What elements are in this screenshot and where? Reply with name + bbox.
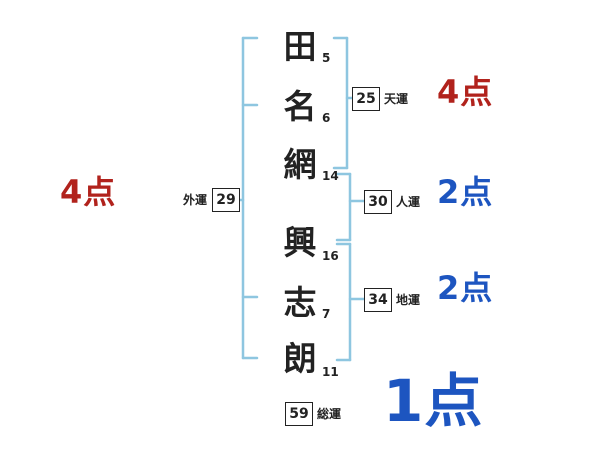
- heaven-luck-label: 天運: [384, 92, 409, 106]
- stroke-count-5: 7: [322, 307, 331, 321]
- outer-luck-label: 外運: [183, 193, 208, 207]
- name-char-4: 興: [283, 223, 317, 262]
- stroke-count-6: 11: [322, 365, 339, 379]
- person-luck-label: 人運: [396, 195, 421, 209]
- stroke-count-2: 6: [322, 111, 331, 125]
- total-luck-label: 総運: [317, 407, 342, 421]
- outer-luck-score: 4点: [60, 173, 117, 211]
- name-char-5: 志: [283, 283, 317, 322]
- stroke-count-1: 5: [322, 51, 331, 65]
- stroke-count-3: 14: [322, 169, 339, 183]
- name-char-2: 名: [283, 87, 317, 126]
- heaven-luck-box: 25: [352, 87, 380, 111]
- person-luck-box: 30: [364, 190, 392, 214]
- heaven-bracket: [332, 36, 354, 170]
- heaven-luck-score: 4点: [437, 73, 494, 111]
- outer-luck-box: 29: [212, 188, 240, 212]
- left-bracket: [235, 36, 259, 360]
- name-char-1: 田: [283, 27, 317, 66]
- person-bracket: [335, 172, 366, 242]
- name-char-3: 網: [283, 145, 317, 184]
- earth-luck-box: 34: [364, 288, 392, 312]
- total-luck-box: 59: [285, 402, 313, 426]
- earth-bracket: [335, 242, 366, 362]
- person-luck-score: 2点: [437, 173, 494, 211]
- total-luck-score: 1点: [383, 367, 484, 435]
- name-char-6: 朗: [283, 339, 317, 378]
- earth-luck-label: 地運: [396, 293, 421, 307]
- stroke-count-4: 16: [322, 249, 339, 263]
- earth-luck-score: 2点: [437, 269, 494, 307]
